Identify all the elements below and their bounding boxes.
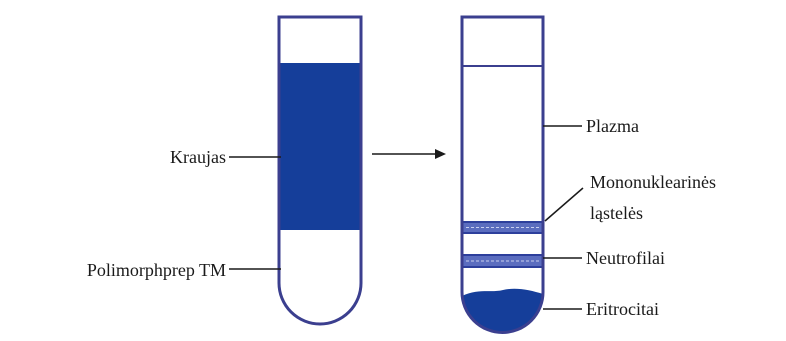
tube-after xyxy=(462,17,543,333)
label-eritrocitai-group: Eritrocitai xyxy=(543,299,659,319)
blood-layer xyxy=(280,63,360,230)
label-plazma: Plazma xyxy=(586,116,639,136)
label-polimorphprep: Polimorphprep TM xyxy=(87,260,226,280)
tube-before xyxy=(279,17,361,324)
erythrocyte-pellet xyxy=(462,289,543,333)
label-plazma-group: Plazma xyxy=(543,116,639,136)
mononuclear-band xyxy=(462,221,543,234)
label-mononuklearines-line2: ląstelės xyxy=(590,203,643,223)
neutrophil-band xyxy=(462,254,543,268)
label-neutrofilai: Neutrofilai xyxy=(586,248,665,268)
label-kraujas-group: Kraujas xyxy=(170,147,281,167)
leader-mononuklearines xyxy=(545,188,583,221)
label-polimorphprep-group: Polimorphprep TM xyxy=(87,260,281,280)
process-arrow xyxy=(372,149,446,159)
label-mononuklearines-line1: Mononuklearinės xyxy=(590,172,716,192)
label-kraujas: Kraujas xyxy=(170,147,226,167)
tube-after-outline xyxy=(462,17,543,333)
label-mononuklearines-group: Mononuklearinės ląstelės xyxy=(545,172,716,223)
label-eritrocitai: Eritrocitai xyxy=(586,299,659,319)
label-neutrofilai-group: Neutrofilai xyxy=(543,248,665,268)
